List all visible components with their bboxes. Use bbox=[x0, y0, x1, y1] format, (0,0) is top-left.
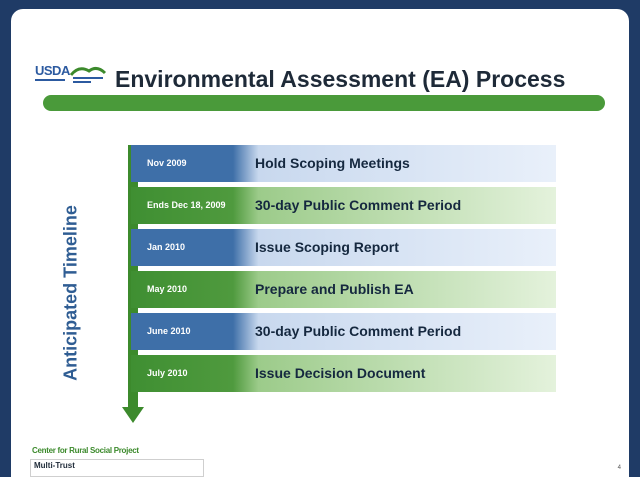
timeline-date: Jan 2010 bbox=[147, 242, 186, 252]
title-underline-bar bbox=[43, 95, 605, 111]
timeline-date: July 2010 bbox=[147, 368, 188, 378]
timeline-event: 30-day Public Comment Period bbox=[255, 197, 462, 213]
timeline-event: Issue Scoping Report bbox=[255, 239, 399, 255]
timeline-row: Jan 2010 Issue Scoping Report bbox=[131, 229, 556, 266]
timeline-arrow-head bbox=[122, 407, 144, 423]
timeline-row: Ends Dec 18, 2009 30-day Public Comment … bbox=[131, 187, 556, 224]
timeline-date: Ends Dec 18, 2009 bbox=[147, 200, 226, 210]
usda-logo: USDA bbox=[35, 59, 107, 87]
footer-box: Multi-Trust bbox=[30, 459, 204, 477]
slide-title: Environmental Assessment (EA) Process bbox=[115, 66, 566, 92]
timeline-event: Issue Decision Document bbox=[255, 365, 426, 381]
timeline-date: Nov 2009 bbox=[147, 158, 187, 168]
timeline-date: June 2010 bbox=[147, 326, 191, 336]
timeline-row: June 2010 30-day Public Comment Period bbox=[131, 313, 556, 350]
logo-underline bbox=[35, 79, 65, 81]
timeline-row: Nov 2009 Hold Scoping Meetings bbox=[131, 145, 556, 182]
footer-box-text: Multi-Trust bbox=[34, 461, 75, 470]
page-number: 4 bbox=[617, 465, 621, 471]
timeline-row: July 2010 Issue Decision Document bbox=[131, 355, 556, 392]
timeline-row: May 2010 Prepare and Publish EA bbox=[131, 271, 556, 308]
timeline-date: May 2010 bbox=[147, 284, 188, 294]
footer-text: Center for Rural Social Project bbox=[32, 446, 139, 455]
timeline-event: Prepare and Publish EA bbox=[255, 281, 414, 297]
slide: USDA Environmental Assessment (EA) Proce… bbox=[11, 9, 629, 477]
timeline-event: Hold Scoping Meetings bbox=[255, 155, 410, 171]
timeline-label: Anticipated Timeline bbox=[60, 205, 81, 381]
rural-development-icon bbox=[69, 66, 107, 83]
usda-logo-text: USDA bbox=[35, 63, 70, 78]
timeline-event: 30-day Public Comment Period bbox=[255, 323, 462, 339]
